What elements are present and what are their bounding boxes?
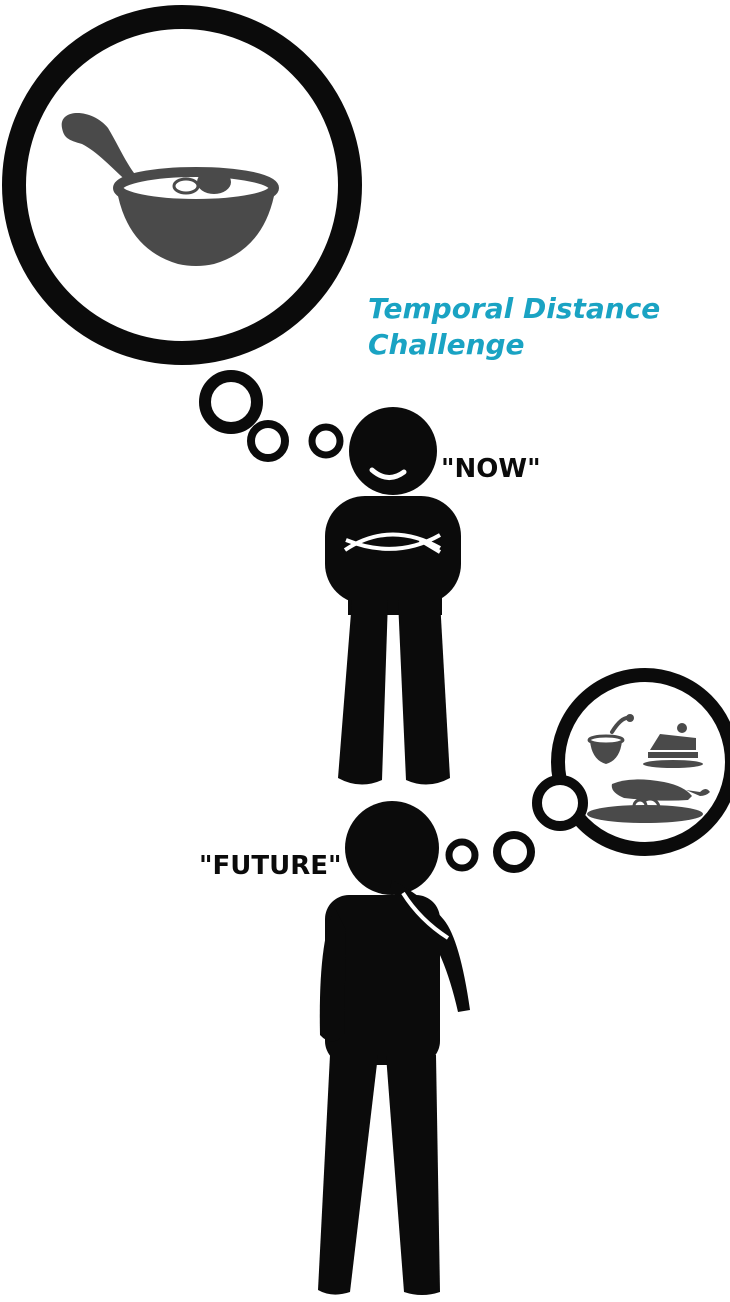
now-thought-bubble <box>14 17 350 353</box>
diagram-title-line1: Temporal Distance <box>368 292 660 325</box>
diagram-title-line2: Challenge <box>368 328 525 361</box>
future-trail-bubbles <box>449 780 583 869</box>
future-thought-bubble <box>558 675 730 849</box>
now-trail-bubbles <box>205 376 340 458</box>
future-label: "FUTURE" <box>199 851 342 881</box>
now-label: "NOW" <box>441 454 541 484</box>
